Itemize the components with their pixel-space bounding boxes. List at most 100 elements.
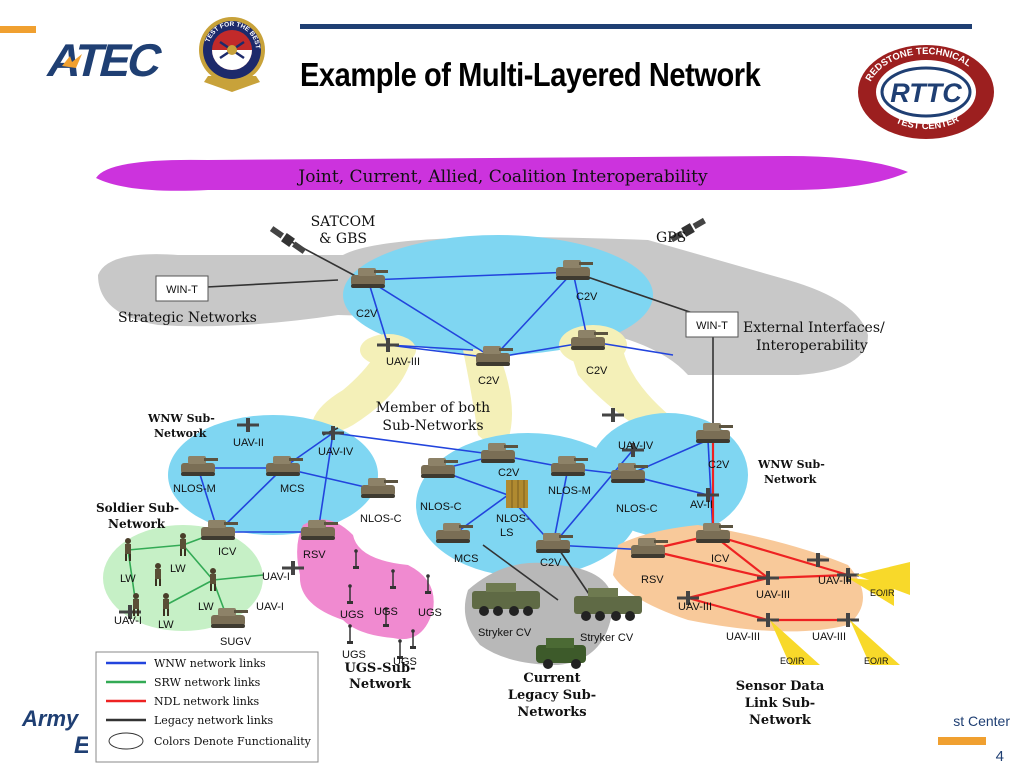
- svg-text:NLOS-C: NLOS-C: [420, 501, 462, 513]
- interoperability-banner: Joint, Current, Allied, Coalition Intero…: [96, 156, 908, 191]
- svg-text:UAV-III: UAV-III: [812, 631, 846, 643]
- footer-accent-bar: [938, 737, 986, 745]
- svg-text:Link Sub-: Link Sub-: [745, 696, 815, 711]
- network-diagram: Joint, Current, Allied, Coalition Intero…: [95, 156, 910, 763]
- atec-spark-icon: [62, 54, 82, 68]
- humvee-icon: [536, 638, 586, 669]
- gps-label: GPS: [656, 230, 686, 246]
- svg-text:C2V: C2V: [708, 459, 730, 471]
- svg-text:UGS: UGS: [342, 649, 366, 661]
- svg-text:& GBS: & GBS: [319, 231, 367, 247]
- svg-text:WNW network links: WNW network links: [154, 657, 266, 670]
- svg-text:EO/IR: EO/IR: [870, 588, 895, 598]
- member-both-label: Member of both Sub-Networks: [376, 400, 490, 434]
- svg-text:SUGV: SUGV: [220, 636, 252, 648]
- svg-text:WIN-T: WIN-T: [166, 284, 198, 296]
- svg-text:AV-II: AV-II: [690, 499, 713, 511]
- svg-text:UGS: UGS: [418, 607, 442, 619]
- svg-text:Stryker CV: Stryker CV: [580, 632, 634, 644]
- svg-text:Network: Network: [349, 677, 412, 692]
- svg-text:UAV-IV: UAV-IV: [318, 446, 354, 458]
- svg-text:Sub-Networks: Sub-Networks: [382, 418, 483, 434]
- slide-title: Example of Multi-Layered Network: [300, 56, 761, 93]
- node-labels: C2V C2V UAV-III C2V C2V UAV-II UAV-IV NL…: [114, 291, 895, 668]
- svg-text:LW: LW: [120, 573, 136, 585]
- svg-text:UGS-Sub-: UGS-Sub-: [344, 661, 415, 676]
- footer-army-text: Army: [22, 706, 79, 731]
- svg-text:WIN-T: WIN-T: [696, 320, 728, 332]
- svg-text:MCS: MCS: [454, 553, 478, 565]
- atec-logo: ATEC: [43, 35, 168, 84]
- footer-army-text-line2: E: [74, 732, 88, 756]
- svg-text:Network: Network: [108, 517, 166, 531]
- svg-text:UGS: UGS: [374, 606, 398, 618]
- svg-text:UAV-I: UAV-I: [262, 571, 290, 583]
- svg-text:UAV-III: UAV-III: [818, 575, 852, 587]
- legend-item-ndl: NDL network links: [106, 695, 260, 708]
- svg-text:UGS: UGS: [393, 656, 417, 668]
- svg-text:WNW Sub-: WNW Sub-: [757, 458, 825, 471]
- svg-text:Network: Network: [749, 713, 812, 728]
- svg-text:C2V: C2V: [586, 365, 608, 377]
- svg-text:ICV: ICV: [711, 553, 730, 565]
- svg-text:LW: LW: [198, 601, 214, 613]
- test-for-the-best-seal: TEST FOR THE BEST: [199, 17, 265, 92]
- svg-text:UAV-III: UAV-III: [386, 356, 420, 368]
- win-t-box-right: WIN-T: [685, 311, 739, 338]
- svg-text:WNW Sub-: WNW Sub-: [147, 412, 215, 425]
- wnw-left-label: WNW Sub- Network: [147, 412, 215, 440]
- svg-text:Network: Network: [154, 427, 207, 440]
- svg-text:Colors Denote Functionality: Colors Denote Functionality: [154, 735, 312, 748]
- svg-text:UAV-I: UAV-I: [114, 615, 142, 627]
- svg-text:Interoperability: Interoperability: [756, 338, 868, 354]
- sensor-network-area: [613, 525, 863, 632]
- svg-text:UGS: UGS: [340, 609, 364, 621]
- svg-text:Stryker CV: Stryker CV: [478, 627, 532, 639]
- nlos-ls-launcher-icon: [506, 480, 528, 508]
- legend: WNW network links SRW network links NDL …: [95, 651, 319, 763]
- satcom-satellite-icon: [269, 226, 307, 254]
- top-title-rule: [300, 24, 972, 29]
- banner-text: Joint, Current, Allied, Coalition Intero…: [296, 167, 708, 187]
- svg-text:EO/IR: EO/IR: [780, 656, 805, 666]
- svg-text:MCS: MCS: [280, 483, 304, 495]
- svg-text:C2V: C2V: [478, 375, 500, 387]
- svg-text:NLOS-C: NLOS-C: [360, 513, 402, 525]
- win-t-box-left: WIN-T: [155, 275, 209, 302]
- strategic-networks-label: Strategic Networks: [118, 310, 257, 326]
- svg-text:NDL network links: NDL network links: [154, 695, 260, 708]
- svg-text:C2V: C2V: [498, 467, 520, 479]
- svg-text:UAV-IV: UAV-IV: [618, 440, 654, 452]
- svg-text:ICV: ICV: [218, 546, 237, 558]
- svg-text:SRW network links: SRW network links: [154, 676, 261, 689]
- page-number: 4: [995, 748, 1004, 765]
- footer-center-text: st Center: [953, 713, 1010, 729]
- ugs-network-area: [297, 519, 434, 640]
- svg-text:NLOS-M: NLOS-M: [173, 483, 216, 495]
- rttc-logo: RTTC REDSTONE TECHNICAL TEST CENTER: [858, 45, 994, 139]
- svg-text:LW: LW: [170, 563, 186, 575]
- svg-text:UAV-III: UAV-III: [756, 589, 790, 601]
- current-legacy-label: Current Legacy Sub- Networks: [508, 671, 596, 720]
- svg-text:Sensor Data: Sensor Data: [736, 679, 825, 694]
- svg-text:NLOS-: NLOS-: [496, 513, 530, 525]
- svg-text:Current: Current: [523, 671, 580, 686]
- svg-text:Legacy network links: Legacy network links: [154, 714, 274, 727]
- atec-logo-text: ATEC: [43, 35, 168, 84]
- svg-text:Network: Network: [764, 473, 817, 486]
- svg-text:RTTC: RTTC: [890, 78, 962, 108]
- svg-text:External Interfaces/: External Interfaces/: [743, 320, 885, 336]
- svg-text:Soldier Sub-: Soldier Sub-: [96, 501, 179, 515]
- legend-item-wnw: WNW network links: [106, 657, 266, 670]
- svg-text:SATCOM: SATCOM: [311, 214, 376, 230]
- svg-text:RSV: RSV: [303, 549, 326, 561]
- top-left-accent-bar: [0, 26, 36, 33]
- ugs-network-label: UGS-Sub- Network: [344, 661, 415, 692]
- legend-item-srw: SRW network links: [106, 676, 261, 689]
- svg-text:EO/IR: EO/IR: [864, 656, 889, 666]
- svg-text:LS: LS: [500, 527, 513, 539]
- svg-text:NLOS-C: NLOS-C: [616, 503, 658, 515]
- svg-text:LW: LW: [158, 619, 174, 631]
- eo-ir-sensor-cones: [770, 562, 910, 665]
- legend-item-legacy: Legacy network links: [106, 714, 274, 727]
